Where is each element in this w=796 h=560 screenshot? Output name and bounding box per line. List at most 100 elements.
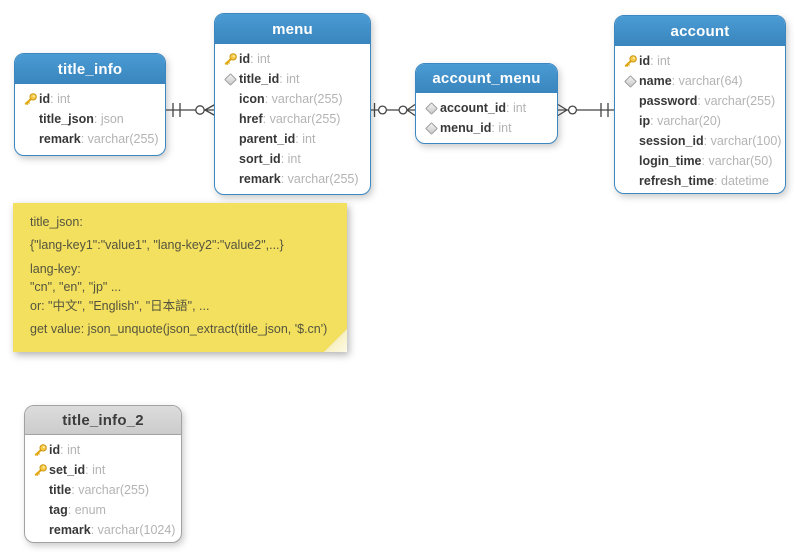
icon-spacer — [222, 91, 239, 107]
icon-spacer — [222, 171, 239, 187]
column-row-id: idint — [215, 49, 370, 69]
column-type: varchar(64) — [672, 74, 743, 88]
table-columns: idinttitle_idinticonvarchar(255)hrefvarc… — [215, 44, 370, 189]
column-name: refresh_time — [639, 174, 715, 188]
column-type: varchar(50) — [702, 154, 772, 168]
column-row-title: titlevarchar(255) — [25, 480, 181, 500]
sticky-note[interactable]: title_json: {"lang-key1":"value1", "lang… — [13, 203, 347, 352]
table-columns: account_idintmenu_idint — [416, 93, 557, 138]
column-row-name: namevarchar(64) — [615, 71, 785, 91]
index-diamond-icon — [423, 120, 440, 136]
column-type: varchar(255) — [697, 94, 775, 108]
column-row-ip: ipvarchar(20) — [615, 111, 785, 131]
column-name: login_time — [639, 154, 702, 168]
column-type: varchar(255) — [281, 172, 359, 186]
icon-spacer — [622, 133, 639, 149]
column-row-menu_id: menu_idint — [416, 118, 557, 138]
primary-key-icon — [32, 442, 49, 458]
column-row-title_id: title_idint — [215, 69, 370, 89]
column-row-sort_id: sort_idint — [215, 149, 370, 169]
relation-title_info-menu[interactable] — [166, 103, 216, 117]
column-row-refresh_time: refresh_timedatetime — [615, 171, 785, 191]
primary-key-icon — [624, 54, 637, 67]
column-type: json — [94, 112, 124, 126]
column-row-remark: remarkvarchar(255) — [15, 129, 165, 149]
icon-spacer — [32, 482, 49, 498]
primary-key-icon — [222, 51, 239, 67]
table-title[interactable]: menu — [215, 14, 370, 44]
column-type: int — [491, 121, 511, 135]
column-name: password — [639, 94, 698, 108]
column-name: title_id — [239, 72, 280, 86]
column-name: account_id — [440, 101, 506, 115]
column-name: session_id — [639, 134, 704, 148]
relation-account_menu-account[interactable] — [557, 103, 614, 117]
column-row-title_json: title_jsonjson — [15, 109, 165, 129]
column-type: varchar(100) — [704, 134, 782, 148]
note-line: {"lang-key1":"value1", "lang-key2":"valu… — [30, 238, 284, 252]
index-diamond-icon — [423, 100, 440, 116]
icon-spacer — [622, 173, 639, 189]
note-line: or: "中文", "English", "日本語", ... — [30, 299, 210, 313]
column-name: tag — [49, 503, 68, 517]
table-menu[interactable]: menuidinttitle_idinticonvarchar(255)href… — [214, 13, 371, 195]
icon-spacer — [22, 111, 39, 127]
column-type: varchar(255) — [81, 132, 159, 146]
column-name: id — [39, 92, 51, 106]
column-type: int — [60, 443, 80, 457]
column-name: icon — [239, 92, 265, 106]
column-row-login_time: login_timevarchar(50) — [615, 151, 785, 171]
column-name: id — [49, 443, 61, 457]
column-name: menu_id — [440, 121, 492, 135]
column-type: datetime — [714, 174, 769, 188]
note-line: "cn", "en", "jp" ... — [30, 280, 122, 294]
table-columns: idintnamevarchar(64)passwordvarchar(255)… — [615, 46, 785, 191]
table-title[interactable]: title_info — [15, 54, 165, 84]
primary-key-icon — [22, 91, 39, 107]
column-name: id — [639, 54, 651, 68]
column-name: href — [239, 112, 263, 126]
column-name: title_json — [39, 112, 94, 126]
icon-spacer — [622, 93, 639, 109]
note-line: title_json: — [30, 215, 83, 229]
column-type: varchar(255) — [71, 483, 149, 497]
column-name: ip — [639, 114, 651, 128]
column-row-parent_id: parent_idint — [215, 129, 370, 149]
icon-spacer — [622, 113, 639, 129]
icon-spacer — [22, 131, 39, 147]
column-name: remark — [49, 523, 91, 537]
column-row-set_id: set_idint — [25, 460, 181, 480]
column-type: varchar(255) — [263, 112, 341, 126]
column-row-href: hrefvarchar(255) — [215, 109, 370, 129]
icon-spacer — [32, 522, 49, 538]
column-type: int — [279, 72, 299, 86]
column-name: parent_id — [239, 132, 296, 146]
column-type: int — [85, 463, 105, 477]
table-account[interactable]: accountidintnamevarchar(64)passwordvarch… — [614, 15, 786, 194]
relation-menu-account_menu[interactable] — [371, 103, 416, 117]
table-title[interactable]: account — [615, 16, 785, 46]
table-title[interactable]: title_info_2 — [25, 406, 181, 435]
note-line: get value: json_unquote(json_extract(tit… — [30, 322, 328, 336]
column-type: varchar(20) — [650, 114, 721, 128]
column-name: set_id — [49, 463, 86, 477]
icon-spacer — [222, 131, 239, 147]
column-type: enum — [68, 503, 106, 517]
table-title[interactable]: account_menu — [416, 64, 557, 93]
table-title_info[interactable]: title_infoidinttitle_jsonjsonremarkvarch… — [14, 53, 166, 156]
primary-key-icon — [32, 462, 49, 478]
column-type: varchar(255) — [265, 92, 343, 106]
table-title_info_2[interactable]: title_info_2idintset_idinttitlevarchar(2… — [24, 405, 182, 543]
column-row-tag: tagenum — [25, 500, 181, 520]
index-diamond-icon — [622, 73, 639, 89]
column-name: remark — [39, 132, 81, 146]
column-row-id: idint — [25, 440, 181, 460]
column-type: int — [295, 132, 315, 146]
column-name: name — [639, 74, 672, 88]
column-name: title — [49, 483, 72, 497]
column-row-icon: iconvarchar(255) — [215, 89, 370, 109]
table-columns: idinttitle_jsonjsonremarkvarchar(255) — [15, 84, 165, 149]
column-row-account_id: account_idint — [416, 98, 557, 118]
column-type: varchar(1024) — [91, 523, 176, 537]
